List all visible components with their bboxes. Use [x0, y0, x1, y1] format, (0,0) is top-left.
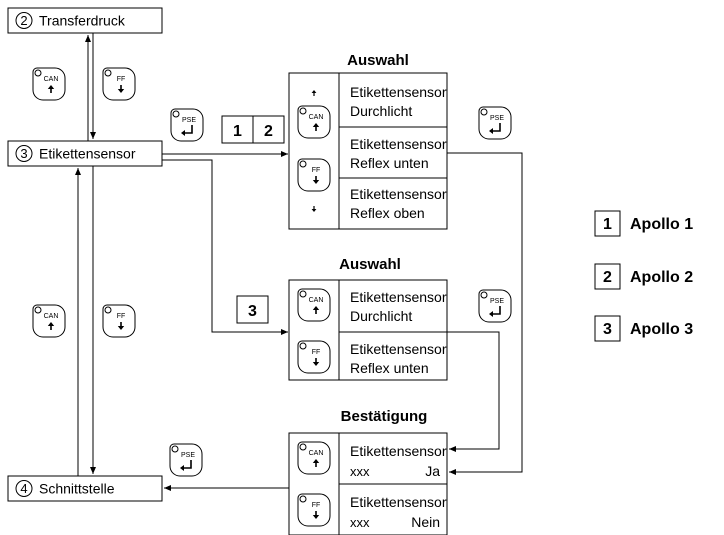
panel-auswahl-2: Auswahl CAN FF Etikettensensor Durchlich…: [288, 256, 448, 381]
svg-text:Durchlicht: Durchlicht: [350, 308, 412, 324]
svg-text:Apollo 2: Apollo 2: [630, 269, 693, 286]
ff-key-icon: FF: [297, 493, 331, 527]
svg-text:CAN: CAN: [309, 450, 324, 457]
panel-auswahl-1: Auswahl CAN FF Etikettensensor Durchlich…: [288, 52, 448, 230]
svg-text:Etikettensensor: Etikettensensor: [350, 341, 447, 357]
svg-text:FF: FF: [117, 76, 126, 83]
svg-text:CAN: CAN: [44, 76, 59, 83]
svg-text:Apollo 1: Apollo 1: [630, 216, 693, 233]
legend: 1 Apollo 1 2 Apollo 2 3 Apollo 3: [594, 210, 693, 342]
svg-text:xxx: xxx: [350, 464, 370, 479]
svg-text:FF: FF: [117, 313, 126, 320]
legend-item-apollo-1: 1 Apollo 1: [594, 210, 693, 237]
svg-text:2: 2: [264, 123, 273, 140]
can-key-icon: CAN: [297, 288, 331, 322]
svg-text:Reflex unten: Reflex unten: [350, 360, 429, 376]
ff-key-icon: FF: [102, 67, 136, 101]
ff-key-icon: FF: [297, 158, 331, 192]
svg-text:Reflex unten: Reflex unten: [350, 155, 429, 171]
option-ja[interactable]: Etikettensensor xxx Ja: [350, 443, 447, 479]
can-key-icon: CAN: [32, 304, 66, 338]
panel-title: Bestätigung: [341, 408, 428, 425]
svg-text:Etikettensensor: Etikettensensor: [350, 186, 447, 202]
svg-text:Etikettensensor: Etikettensensor: [350, 84, 447, 100]
model-tag-1-2: 1 2: [221, 115, 285, 144]
panel-title: Auswahl: [347, 52, 409, 69]
svg-text:3: 3: [603, 321, 612, 338]
menu-item-transferdruck[interactable]: 2 Transferdruck: [7, 7, 163, 34]
option-durchlicht[interactable]: Etikettensensor Durchlicht: [350, 84, 447, 119]
svg-text:Etikettensensor: Etikettensensor: [350, 443, 447, 459]
svg-text:1: 1: [603, 216, 612, 233]
svg-text:FF: FF: [312, 349, 321, 356]
svg-text:Etikettensensor: Etikettensensor: [350, 494, 447, 510]
svg-text:PSE: PSE: [490, 298, 504, 305]
svg-text:CAN: CAN: [44, 313, 59, 320]
model-tag-3: 3: [236, 295, 269, 324]
can-key-icon: CAN: [297, 105, 331, 139]
nav-connector-lines: [75, 33, 96, 476]
menu-item-number: 2: [20, 13, 27, 28]
option-nein[interactable]: Etikettensensor xxx Nein: [350, 494, 447, 530]
pse-key-icon: PSE: [478, 289, 512, 323]
svg-text:Apollo 3: Apollo 3: [630, 321, 693, 338]
can-key-icon: CAN: [297, 441, 331, 475]
menu-item-etikettensensor[interactable]: 3 Etikettensensor: [7, 140, 163, 167]
pse-key-icon: PSE: [170, 108, 204, 142]
menu-item-label: Schnittstelle: [39, 481, 115, 497]
svg-text:CAN: CAN: [309, 297, 324, 304]
svg-text:PSE: PSE: [181, 452, 195, 459]
pse-key-icon: PSE: [478, 106, 512, 140]
ff-key-icon: FF: [102, 304, 136, 338]
svg-text:FF: FF: [312, 502, 321, 509]
svg-text:Ja: Ja: [425, 463, 440, 479]
selection-connectors: [162, 151, 523, 491]
svg-text:PSE: PSE: [490, 115, 504, 122]
option-reflex-unten[interactable]: Etikettensensor Reflex unten: [350, 341, 447, 376]
menu-item-schnittstelle[interactable]: 4 Schnittstelle: [7, 475, 163, 502]
menu-item-label: Etikettensensor: [39, 146, 136, 162]
svg-text:2: 2: [603, 269, 612, 286]
option-reflex-unten[interactable]: Etikettensensor Reflex unten: [350, 136, 447, 171]
legend-item-apollo-2: 2 Apollo 2: [594, 263, 693, 290]
menu-item-number: 4: [20, 481, 27, 496]
ff-key-icon: FF: [297, 340, 331, 374]
menu-item-label: Transferdruck: [39, 13, 126, 29]
svg-text:3: 3: [248, 303, 257, 320]
svg-text:Nein: Nein: [411, 514, 440, 530]
can-key-icon: CAN: [32, 67, 66, 101]
option-durchlicht[interactable]: Etikettensensor Durchlicht: [350, 289, 447, 324]
svg-text:Reflex oben: Reflex oben: [350, 205, 425, 221]
pse-key-icon: PSE: [169, 443, 203, 477]
svg-text:Etikettensensor: Etikettensensor: [350, 136, 447, 152]
panel-title: Auswahl: [339, 256, 401, 273]
svg-text:Etikettensensor: Etikettensensor: [350, 289, 447, 305]
menu-item-number: 3: [20, 146, 27, 161]
panel-bestaetigung: Bestätigung CAN FF Etikettensensor xxx J…: [288, 408, 448, 535]
svg-text:CAN: CAN: [309, 114, 324, 121]
option-reflex-oben[interactable]: Etikettensensor Reflex oben: [350, 186, 447, 221]
legend-item-apollo-3: 3 Apollo 3: [594, 315, 693, 342]
svg-text:Durchlicht: Durchlicht: [350, 103, 412, 119]
svg-text:xxx: xxx: [350, 515, 370, 530]
svg-text:PSE: PSE: [182, 117, 196, 124]
svg-text:1: 1: [233, 123, 242, 140]
svg-text:FF: FF: [312, 167, 321, 174]
